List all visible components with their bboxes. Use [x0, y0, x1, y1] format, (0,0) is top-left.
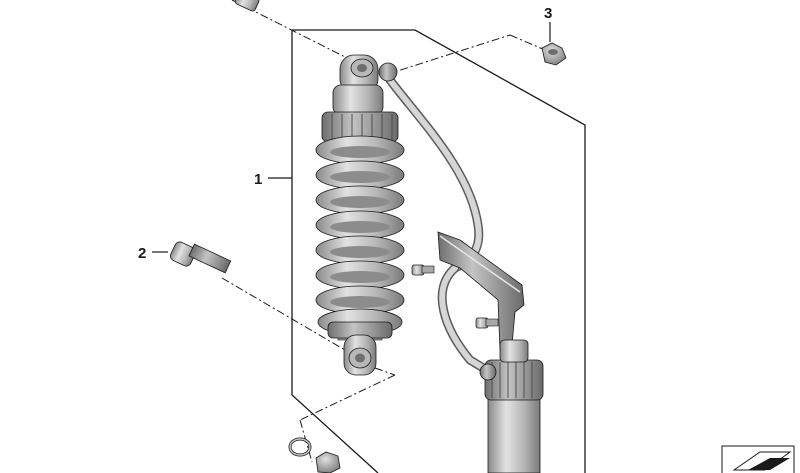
- washer-lower: [288, 437, 312, 457]
- assembly-frame-left: [291, 30, 379, 473]
- callout-2: 2: [138, 245, 146, 262]
- nut-lower: [315, 451, 341, 473]
- reservoir-hose: [385, 75, 495, 377]
- shock-absorber: [315, 54, 405, 376]
- upper-bolt-partial: [234, 0, 260, 12]
- callout-3: 3: [544, 5, 552, 22]
- bolt: [170, 241, 232, 274]
- nut-upper: [541, 42, 567, 66]
- assembly-frame: [292, 29, 586, 473]
- callout-1: 1: [254, 171, 262, 188]
- gas-reservoir: [479, 339, 544, 473]
- navigation-symbol-icon: [721, 445, 795, 473]
- bracket-screw-lower: [475, 317, 499, 329]
- bracket-screw-upper: [411, 264, 435, 276]
